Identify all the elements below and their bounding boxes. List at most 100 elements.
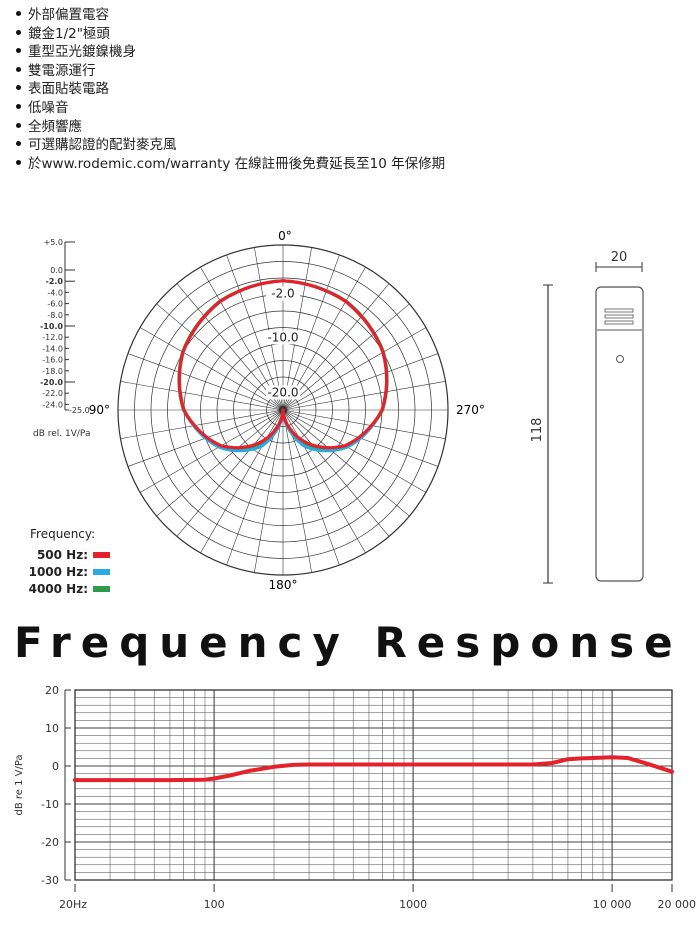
polar-spoke bbox=[282, 409, 446, 439]
feature-item: 可選購認證的配對麥克風 bbox=[12, 136, 445, 155]
polar-spoke bbox=[254, 409, 284, 573]
bullet-icon bbox=[16, 122, 21, 128]
fr-x-tick-label: 1000 bbox=[399, 898, 427, 911]
ring-label-bg bbox=[266, 385, 300, 400]
db-scale-label: -4.0 bbox=[47, 288, 63, 297]
polar-spoke bbox=[176, 409, 284, 537]
fr-y-tick-label: -10 bbox=[41, 798, 59, 811]
fr-response-curve bbox=[73, 755, 674, 783]
angle-label-270: 270° bbox=[456, 403, 485, 417]
bullet-icon bbox=[16, 103, 21, 109]
mic-dimension-diagram: 20 118 bbox=[530, 250, 644, 584]
feature-item: 鍍金1/2"極頭 bbox=[12, 25, 445, 44]
db-scale-label: -10.0 bbox=[40, 322, 63, 331]
feature-item: 全頻響應 bbox=[12, 118, 445, 137]
db-scale-label: -18.0 bbox=[42, 367, 63, 376]
legend-swatch bbox=[93, 569, 110, 575]
legend-swatch bbox=[93, 552, 110, 558]
width-label: 20 bbox=[611, 250, 628, 265]
polar-spoke bbox=[139, 327, 284, 411]
polar-series-500hz bbox=[177, 279, 389, 450]
db-scale-label: -25.0 bbox=[69, 406, 90, 415]
fr-frame bbox=[74, 689, 673, 881]
bullet-icon bbox=[16, 159, 21, 165]
mic-body bbox=[595, 286, 644, 582]
feature-item: 雙電源運行 bbox=[12, 62, 445, 81]
polar-spoke bbox=[282, 247, 312, 411]
polar-spoke bbox=[156, 303, 284, 411]
legend-label: 1000 Hz: bbox=[29, 565, 88, 579]
fr-grid bbox=[74, 689, 673, 881]
angle-label-90: 90° bbox=[89, 403, 110, 417]
fr-y-tick-label: 20 bbox=[45, 684, 59, 697]
feature-item: 重型亞光鍍鎳機身 bbox=[12, 43, 445, 62]
legend-label: 4000 Hz: bbox=[29, 582, 88, 596]
ring-label: -10.0 bbox=[267, 331, 298, 345]
bullet-icon bbox=[16, 141, 21, 147]
db-scale-label: +5.0 bbox=[44, 238, 63, 247]
polar-spoke bbox=[282, 409, 366, 554]
angle-label-0: 0° bbox=[278, 229, 292, 243]
feature-text: 重型亞光鍍鎳機身 bbox=[28, 44, 136, 61]
polar-pattern-chart: -2.0-10.0-20.00°90°270°180°+5.00.0-2.0-4… bbox=[29, 229, 485, 596]
mic-indicator-icon bbox=[616, 355, 624, 363]
polar-spoke bbox=[282, 254, 340, 411]
bullet-icon bbox=[16, 11, 21, 16]
angle-label-180: 180° bbox=[269, 578, 298, 592]
fr-x-tick-label: 10 000 bbox=[593, 898, 632, 911]
polar-spoke bbox=[226, 254, 284, 411]
polar-spoke bbox=[254, 247, 284, 411]
fr-y-axis-label: dB re 1 V/Pa bbox=[14, 754, 25, 815]
polar-spoke bbox=[176, 283, 284, 411]
db-scale-label: -16.0 bbox=[42, 356, 63, 365]
fr-y-tick-label: 0 bbox=[52, 760, 59, 773]
polar-spoke bbox=[200, 409, 284, 554]
polar-spoke bbox=[139, 409, 284, 493]
fr-y-tick-label: 10 bbox=[45, 722, 59, 735]
feature-text: 外部偏置電容 bbox=[28, 7, 109, 23]
polar-spoke bbox=[120, 409, 284, 439]
feature-item: 低噪音 bbox=[12, 99, 445, 118]
legend-label: 500 Hz: bbox=[37, 548, 88, 562]
mic-grille-slot bbox=[604, 314, 634, 319]
db-unit-label: dB rel. 1V/Pa bbox=[33, 429, 90, 439]
mic-grille-slot bbox=[604, 320, 634, 325]
bullet-icon bbox=[16, 85, 21, 91]
feature-text: 低噪音 bbox=[28, 99, 69, 116]
polar-spoke bbox=[120, 381, 284, 411]
polar-spoke bbox=[282, 353, 439, 411]
legend-swatch bbox=[93, 586, 110, 592]
fr-x-tick-label: 20Hz bbox=[59, 898, 87, 911]
polar-spoke bbox=[127, 353, 284, 411]
db-scale-label: -2.0 bbox=[46, 277, 64, 286]
db-scale-label: -8.0 bbox=[47, 311, 63, 320]
db-scale-label: -20.0 bbox=[40, 378, 63, 387]
feature-text: 鍍金1/2"極頭 bbox=[28, 25, 110, 42]
feature-item: 表面貼裝電路 bbox=[12, 80, 445, 99]
feature-item: 外部偏置電容 bbox=[12, 6, 445, 25]
height-label: 118 bbox=[530, 418, 545, 443]
db-scale-label: -6.0 bbox=[47, 300, 63, 309]
polar-spoke bbox=[282, 409, 312, 573]
db-scale-label: -22.0 bbox=[42, 389, 63, 398]
polar-spoke bbox=[156, 409, 284, 517]
db-scale-label: -14.0 bbox=[42, 344, 63, 353]
bullet-icon bbox=[16, 48, 21, 54]
feature-text: 雙電源運行 bbox=[28, 62, 96, 79]
db-scale-label: -12.0 bbox=[42, 333, 63, 342]
ring-label: -20.0 bbox=[267, 386, 298, 400]
polar-spoke bbox=[282, 381, 446, 411]
feature-text: 表面貼裝電路 bbox=[28, 81, 109, 98]
ring-label-bg bbox=[266, 286, 300, 301]
ring-label-bg bbox=[266, 330, 300, 345]
feature-list: 外部偏置電容鍍金1/2"極頭重型亞光鍍鎳機身雙電源運行表面貼裝電路低噪音全頻響應… bbox=[12, 6, 445, 173]
fr-y-tick-label: -20 bbox=[41, 836, 59, 849]
fr-x-tick-label: 20 000 bbox=[658, 898, 697, 911]
polar-spoke bbox=[282, 283, 390, 411]
feature-text: 全頻響應 bbox=[28, 118, 82, 135]
fr-y-tick-label: -30 bbox=[41, 874, 59, 887]
ring-label: -2.0 bbox=[271, 287, 294, 301]
bullet-icon bbox=[16, 29, 21, 35]
db-scale-label: -24.0 bbox=[42, 400, 63, 409]
